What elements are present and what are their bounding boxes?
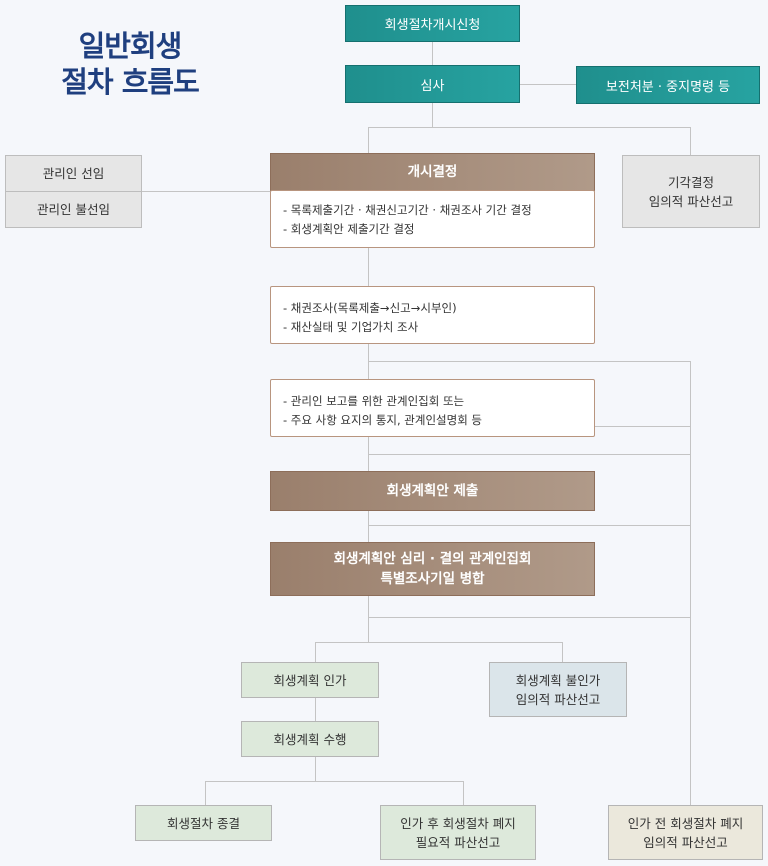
node-label: 회생계획안 심리 · 결의 관계인집회 xyxy=(333,551,532,567)
node-label: 인가 전 회생절차 폐지 xyxy=(627,815,744,831)
detail-line: - 관리인 보고를 위한 관계인집회 또는 xyxy=(283,394,465,408)
node-label: 관리인 선임 xyxy=(42,166,105,181)
connector xyxy=(368,454,691,455)
connector xyxy=(205,781,206,805)
connector xyxy=(368,247,369,642)
detail-line: - 목록제출기간 · 채권신고기간 · 채권조사 기간 결정 xyxy=(283,203,532,217)
connector xyxy=(315,642,316,662)
node-label: 회생계획안 제출 xyxy=(386,483,479,499)
connector xyxy=(368,617,691,618)
connector xyxy=(690,127,691,155)
node-label: 관리인 불선임 xyxy=(37,202,110,217)
node-preservation: 보전처분 · 중지명령 등 xyxy=(576,66,760,104)
node-meeting: - 관리인 보고를 위한 관계인집회 또는 - 주요 사항 요지의 통지, 관계인… xyxy=(270,379,595,437)
node-label: 필요적 파산선고 xyxy=(415,834,501,850)
connector xyxy=(520,84,576,85)
connector xyxy=(562,642,563,662)
title-line-2: 절차 흐름도 xyxy=(61,65,200,99)
connector xyxy=(463,781,464,805)
node-label: 개시결정 xyxy=(407,164,458,180)
node-label: 회생계획 불인가 xyxy=(515,672,601,688)
connector xyxy=(205,781,464,782)
node-execution: 회생계획 수행 xyxy=(241,721,379,757)
node-commencement: 개시결정 xyxy=(270,153,595,191)
node-label: 임의적 파산선고 xyxy=(643,834,728,850)
node-label: 회생절차 종결 xyxy=(167,815,240,831)
node-label: 임의적 파산선고 xyxy=(515,691,601,707)
node-approval: 회생계획 인가 xyxy=(241,662,379,698)
detail-line: - 주요 사항 요지의 통지, 관계인설명회 등 xyxy=(283,413,483,427)
node-label: 보전처분 · 중지명령 등 xyxy=(605,79,731,95)
node-plan-submit: 회생계획안 제출 xyxy=(270,471,595,511)
node-termination: 회생절차 종결 xyxy=(135,805,272,841)
node-claims: - 채권조사(목록제출→신고→시부인) - 재산실태 및 기업가치 조사 xyxy=(270,286,595,344)
detail-line: - 채권조사(목록제출→신고→시부인) xyxy=(283,301,457,315)
connector xyxy=(368,525,691,526)
node-label: 회생절차개시신청 xyxy=(384,18,481,33)
node-label: 심사 xyxy=(420,78,445,94)
connector xyxy=(368,127,691,128)
node-label: 회생계획 수행 xyxy=(273,731,347,747)
connector xyxy=(690,361,691,805)
node-label: 임의적 파산선고 xyxy=(648,193,734,209)
connector xyxy=(142,191,270,192)
node-label: 인가 후 회생절차 폐지 xyxy=(400,815,516,831)
node-label: 특별조사기일 병합 xyxy=(380,571,485,587)
connector xyxy=(368,127,369,153)
node-trustee-appoint: 관리인 선임 xyxy=(5,155,142,192)
node-trustee-none: 관리인 불선임 xyxy=(5,191,142,228)
connector xyxy=(595,426,691,427)
node-petition: 회생절차개시신청 xyxy=(345,5,520,42)
connector xyxy=(368,361,691,362)
detail-line: - 재산실태 및 기업가치 조사 xyxy=(283,320,419,334)
node-review: 심사 xyxy=(345,65,520,103)
title-line-1: 일반회생 xyxy=(78,29,183,63)
detail-line: - 회생계획안 제출기간 결정 xyxy=(283,222,415,236)
node-label: 회생계획 인가 xyxy=(273,672,347,688)
node-label: 기각결정 xyxy=(667,174,714,190)
connector xyxy=(315,642,563,643)
node-commencement-details: - 목록제출기간 · 채권신고기간 · 채권조사 기간 결정 - 회생계획안 제출… xyxy=(270,190,595,248)
